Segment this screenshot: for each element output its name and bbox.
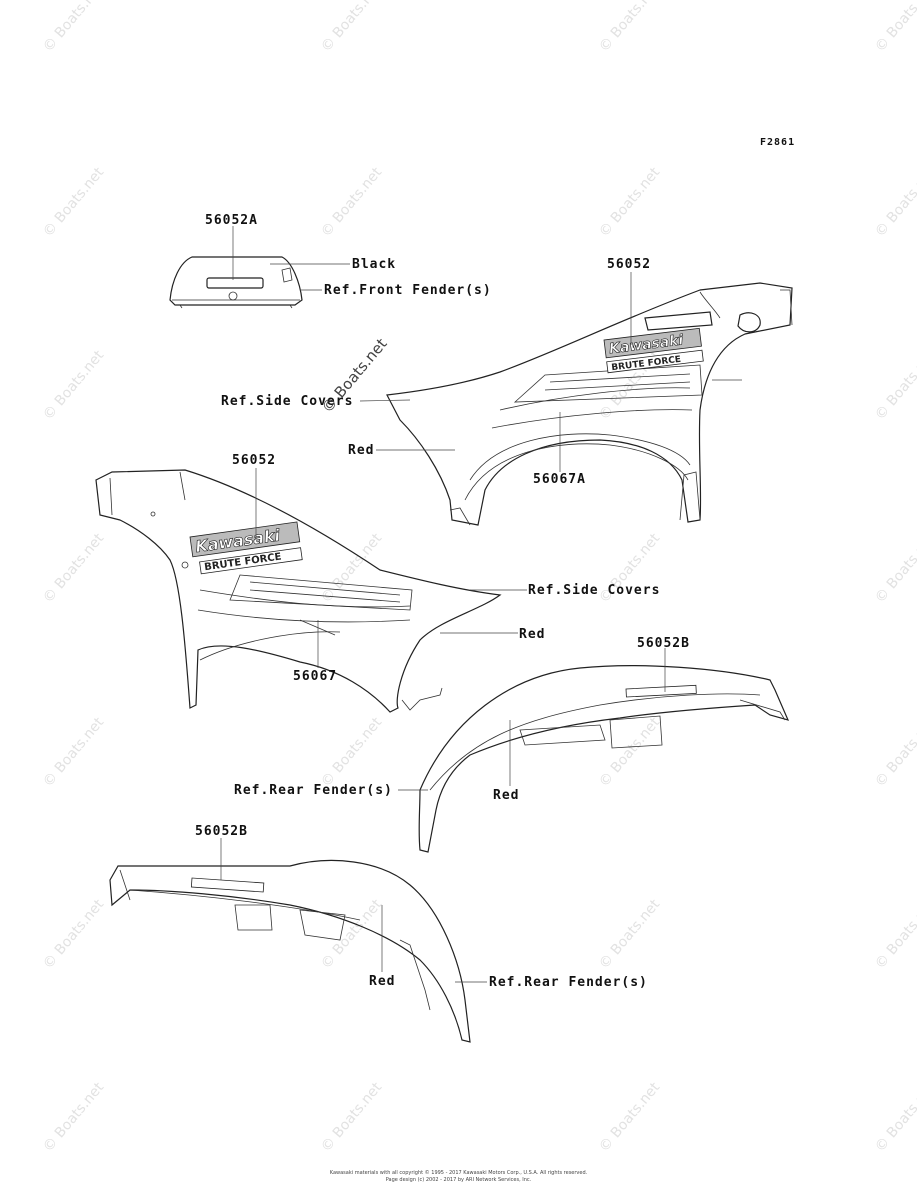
color-label-red-2: Red [519,627,546,642]
ref-side-covers-label-1: Ref.Side Covers [221,394,354,409]
leader-lines [220,226,742,983]
brute-force-text: BRUTE FORCE [204,551,283,573]
left-side-cover-piece [95,469,502,713]
front-fender-piece [169,256,303,309]
ref-rear-fender-label-1: Ref.Rear Fender(s) [234,783,393,798]
part-number-56067: 56067 [293,669,338,684]
footer-page-design: Page design (c) 2002 - 2017 by ARI Netwo… [385,1177,532,1183]
color-label-black: Black [352,257,397,272]
part-number-56052A: 56052A [205,213,258,228]
ref-rear-fender-label-2: Ref.Rear Fender(s) [489,975,648,990]
part-number-56052-left: 56052 [232,453,277,468]
ref-front-fender-label: Ref.Front Fender(s) [324,283,492,298]
color-label-red-3: Red [493,788,520,803]
part-number-56052B-1: 56052B [637,636,690,651]
ref-side-covers-label-2: Ref.Side Covers [528,583,661,598]
part-number-56052-right: 56052 [607,257,652,272]
color-label-red-4: Red [369,974,396,989]
kawasaki-decal-left: Kawasaki BRUTE FORCE [189,521,303,575]
part-number-56067A: 56067A [533,472,586,487]
color-label-red-1: Red [348,443,375,458]
footer-copyright: Kawasaki materials with all copyright © … [329,1170,588,1176]
figure-code: F2861 [760,137,796,148]
right-side-cover-piece [386,282,793,526]
part-number-56052B-2: 56052B [195,824,248,839]
rear-fender-right-piece [418,665,790,853]
rear-fender-left-piece [109,859,471,1043]
kawasaki-decal-right: Kawasaki BRUTE FORCE [603,327,704,373]
